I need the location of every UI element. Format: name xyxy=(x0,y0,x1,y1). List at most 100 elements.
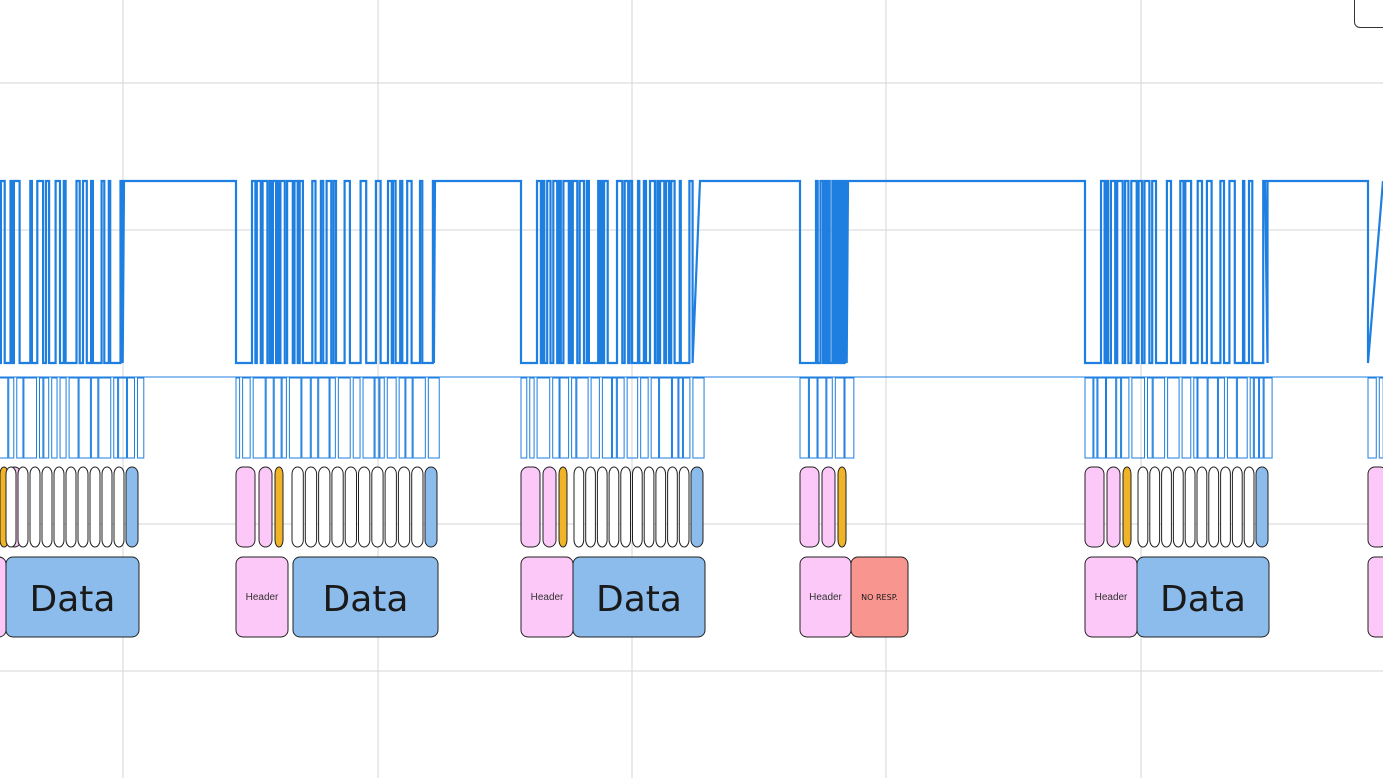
bit-cell[interactable] xyxy=(571,377,577,459)
byte-data[interactable] xyxy=(1243,466,1255,548)
bit-cell[interactable] xyxy=(329,377,336,459)
bit-cell[interactable] xyxy=(590,377,600,459)
byte-header-start[interactable] xyxy=(799,466,820,548)
bit-cell[interactable] xyxy=(374,377,380,459)
bit-cell[interactable] xyxy=(1131,377,1146,459)
byte-address[interactable] xyxy=(1106,466,1121,548)
byte-checksum[interactable] xyxy=(690,466,704,548)
bit-cell[interactable] xyxy=(692,377,705,459)
bit-cell[interactable] xyxy=(576,377,589,459)
bit-cell[interactable] xyxy=(288,377,302,459)
bit-cell[interactable] xyxy=(1152,377,1166,459)
bit-cell[interactable] xyxy=(834,377,845,459)
bit-cell[interactable] xyxy=(362,377,375,459)
bit-cell[interactable] xyxy=(552,377,560,459)
byte-data[interactable] xyxy=(113,466,125,548)
bit-cell[interactable] xyxy=(1093,377,1098,459)
bit-cell[interactable] xyxy=(640,377,649,459)
bit-cell[interactable] xyxy=(318,377,330,459)
bit-cell[interactable] xyxy=(844,377,855,459)
bit-cell[interactable] xyxy=(23,377,38,459)
byte-data[interactable] xyxy=(1208,466,1220,548)
bit-cell[interactable] xyxy=(671,377,679,459)
bit-cell[interactable] xyxy=(529,377,535,459)
byte-data[interactable] xyxy=(101,466,113,548)
bit-cell[interactable] xyxy=(626,377,639,459)
byte-header-start[interactable] xyxy=(520,466,541,548)
corner-panel-button[interactable] xyxy=(1354,0,1383,28)
bit-cell[interactable] xyxy=(59,377,67,459)
bit-cell[interactable] xyxy=(118,377,127,459)
byte-data[interactable] xyxy=(291,466,304,548)
byte-data[interactable] xyxy=(5,466,17,548)
bit-cell[interactable] xyxy=(559,377,570,459)
byte-data[interactable] xyxy=(371,466,384,548)
frame-header[interactable] xyxy=(0,556,7,638)
byte-data[interactable] xyxy=(331,466,344,548)
byte-data[interactable] xyxy=(585,466,596,548)
byte-data[interactable] xyxy=(384,466,397,548)
bit-cell[interactable] xyxy=(310,377,319,459)
byte-ack[interactable] xyxy=(558,466,568,548)
byte-data[interactable] xyxy=(608,466,620,548)
bit-cell[interactable] xyxy=(412,377,426,459)
bit-cell[interactable] xyxy=(826,377,833,459)
byte-data[interactable] xyxy=(1149,466,1161,548)
bit-cell[interactable] xyxy=(113,377,119,459)
bit-cell[interactable] xyxy=(611,377,617,459)
byte-data[interactable] xyxy=(1196,466,1208,548)
bit-cell[interactable] xyxy=(1121,377,1130,459)
bit-cell[interactable] xyxy=(136,377,145,459)
bit-cell[interactable] xyxy=(1249,377,1254,459)
byte-data[interactable] xyxy=(667,466,678,548)
byte-data[interactable] xyxy=(77,466,89,548)
bit-cell[interactable] xyxy=(98,377,112,459)
bit-cell[interactable] xyxy=(808,377,818,459)
byte-data[interactable] xyxy=(29,466,41,548)
bit-cell[interactable] xyxy=(0,377,9,459)
byte-data[interactable] xyxy=(304,466,318,548)
bit-cell[interactable] xyxy=(265,377,274,459)
bit-cell[interactable] xyxy=(1263,377,1273,459)
frame-header[interactable] xyxy=(1367,556,1383,638)
bit-cell[interactable] xyxy=(16,377,24,459)
frame-no-response[interactable] xyxy=(850,556,909,638)
bit-cell[interactable] xyxy=(68,377,79,459)
bit-cell[interactable] xyxy=(1217,377,1225,459)
byte-data[interactable] xyxy=(65,466,77,548)
bit-cell[interactable] xyxy=(337,377,351,459)
bit-cell[interactable] xyxy=(281,377,287,459)
bit-cell[interactable] xyxy=(352,377,361,459)
bit-cell[interactable] xyxy=(1226,377,1237,459)
bit-cell[interactable] xyxy=(90,377,99,459)
byte-data[interactable] xyxy=(358,466,371,548)
bit-cell[interactable] xyxy=(601,377,612,459)
bit-cell[interactable] xyxy=(817,377,827,459)
byte-address[interactable] xyxy=(821,466,836,548)
byte-data[interactable] xyxy=(53,466,65,548)
bit-cell[interactable] xyxy=(536,377,551,459)
byte-data[interactable] xyxy=(1137,466,1149,548)
byte-ack[interactable] xyxy=(1122,466,1132,548)
bit-cell[interactable] xyxy=(1253,377,1260,459)
bit-cell[interactable] xyxy=(1116,377,1122,459)
byte-data[interactable] xyxy=(344,466,358,548)
frame-data[interactable] xyxy=(292,556,439,638)
bit-cell[interactable] xyxy=(520,377,528,459)
bit-cell[interactable] xyxy=(1097,377,1106,459)
byte-data[interactable] xyxy=(573,466,585,548)
bit-cell[interactable] xyxy=(1181,377,1192,459)
bit-cell[interactable] xyxy=(650,377,660,459)
bit-cell[interactable] xyxy=(1259,377,1264,459)
frame-data[interactable] xyxy=(5,556,140,638)
byte-data[interactable] xyxy=(1172,466,1184,548)
bit-cell[interactable] xyxy=(126,377,135,459)
byte-data[interactable] xyxy=(596,466,608,548)
bit-cell[interactable] xyxy=(1167,377,1180,459)
bit-cell[interactable] xyxy=(1367,377,1377,459)
byte-data[interactable] xyxy=(620,466,631,548)
bit-cell[interactable] xyxy=(78,377,91,459)
bit-cell[interactable] xyxy=(1084,377,1094,459)
bit-cell[interactable] xyxy=(678,377,683,459)
byte-checksum[interactable] xyxy=(125,466,139,548)
